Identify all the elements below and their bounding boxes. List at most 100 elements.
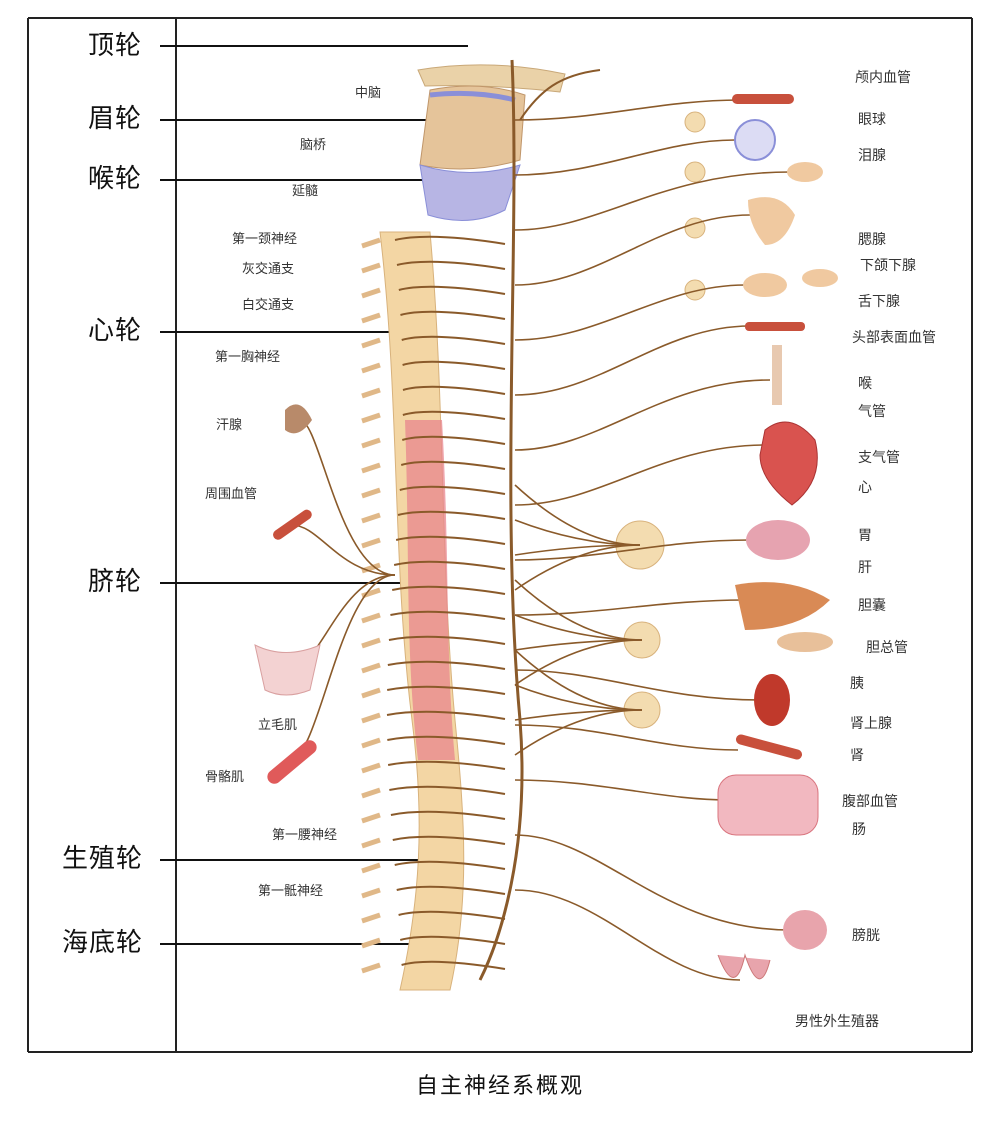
- parotid-icon: [748, 197, 795, 245]
- autonomic-fiber: [514, 99, 741, 121]
- label-peripheral-vessel: 周围血管: [205, 487, 258, 502]
- autonomic-fibers: [289, 99, 791, 981]
- vertebral-process: [361, 887, 381, 899]
- spinal-nerve: [392, 835, 506, 845]
- spinal-nerve: [398, 285, 506, 295]
- vertebral-process: [361, 512, 381, 524]
- label-submandibular: 下颌下腺: [860, 258, 916, 274]
- autonomic-fiber: [514, 139, 736, 176]
- spinal-nerve: [401, 435, 506, 445]
- vertebral-process: [361, 762, 381, 774]
- vertebral-process: [361, 262, 381, 274]
- spinal-nerve: [394, 235, 506, 245]
- vertebral-process: [361, 312, 381, 324]
- spinal-nerve: [402, 360, 506, 370]
- spinal-nerve: [387, 735, 506, 745]
- autonomic-fiber: [514, 171, 791, 231]
- spinal-nerve: [388, 635, 506, 645]
- somatic-fiber: [299, 419, 396, 576]
- chakra-throat: 喉轮: [88, 164, 143, 194]
- genitalia-icon: [717, 953, 771, 980]
- skeletal-muscle-icon: [267, 740, 317, 784]
- cranial-vessel-icon: [732, 94, 794, 104]
- spinal-nerve: [397, 510, 506, 520]
- vertebral-process: [361, 337, 381, 349]
- label-liver: 肝: [858, 560, 872, 576]
- autonomic-fiber: [514, 779, 731, 801]
- autonomic-fiber: [514, 599, 746, 616]
- label-cranial-vessel: 颅内血管: [855, 70, 911, 86]
- label-adrenal: 肾上腺: [850, 716, 892, 732]
- vertebral-process: [361, 412, 381, 424]
- label-head-vessel: 头部表面血管: [852, 330, 936, 346]
- spinal-nerve: [391, 585, 506, 595]
- chakra-root: 海底轮: [62, 928, 144, 958]
- chakra-sacral: 生殖轮: [62, 844, 144, 874]
- vertebral-process: [361, 362, 381, 374]
- label-gray-ramus: 灰交通支: [242, 262, 295, 277]
- label-common-bile-duct: 胆总管: [866, 640, 908, 656]
- spinal-nerve: [386, 685, 506, 695]
- label-first-sacral: 第一骶神经: [258, 884, 324, 899]
- spinal-nerve: [401, 960, 506, 970]
- arrector-pili-icon: [254, 644, 321, 696]
- label-pons: 脑桥: [300, 138, 327, 153]
- spinal-nerve-branches: [361, 235, 506, 974]
- label-sweat-gland: 汗腺: [216, 418, 243, 433]
- label-trachea: 气管: [858, 404, 886, 420]
- vertebral-process: [361, 237, 381, 249]
- vertebral-process: [361, 962, 381, 974]
- somatic-fiber: [291, 524, 396, 576]
- vertebral-process: [361, 487, 381, 499]
- lacrimal-gland-icon: [787, 162, 823, 182]
- vertebral-process: [361, 437, 381, 449]
- pancreas-icon: [777, 632, 833, 652]
- kidney-icon: [754, 674, 790, 726]
- label-abdominal-vessel: 腹部血管: [842, 794, 898, 810]
- vertebral-process: [361, 737, 381, 749]
- spinal-nerve: [396, 260, 506, 270]
- vertebral-process: [361, 787, 381, 799]
- chakra-brow: 眉轮: [88, 104, 143, 134]
- vertebral-process: [361, 287, 381, 299]
- vertebral-process: [361, 837, 381, 849]
- spinal-nerve: [400, 310, 506, 320]
- eyeball-icon: [734, 119, 776, 161]
- vertebral-process: [361, 912, 381, 924]
- ganglia: [615, 111, 706, 729]
- autonomic-fiber: [514, 834, 791, 931]
- label-heart: 心: [858, 480, 872, 496]
- spinal-nerve: [399, 935, 506, 945]
- label-eyeball: 眼球: [858, 112, 886, 128]
- splanchnic-fiber: [514, 614, 643, 641]
- chakra-heart: 心轮: [88, 316, 143, 346]
- autonomic-fiber: [514, 669, 761, 701]
- spinal-nerve: [402, 385, 506, 395]
- spinal-nerve: [394, 860, 506, 870]
- vertebral-process: [361, 537, 381, 549]
- splanchnic-fiber: [514, 684, 643, 711]
- vertebral-process: [361, 687, 381, 699]
- spinal-nerve: [387, 660, 506, 670]
- head-vessel-icon: [745, 322, 805, 331]
- vertebral-process: [361, 662, 381, 674]
- spinal-nerve: [395, 535, 506, 545]
- spinal-nerve: [393, 560, 506, 570]
- label-pancreas: 胰: [850, 676, 864, 692]
- spinal-nerve: [400, 460, 506, 470]
- splanchnic-fiber: [514, 649, 643, 711]
- label-medulla: 延髓: [292, 184, 319, 199]
- label-bladder: 膀胱: [852, 928, 880, 944]
- autonomic-fiber: [514, 444, 766, 506]
- sublingual-icon: [802, 269, 838, 287]
- sweat-gland-icon: [285, 404, 312, 434]
- label-intestine: 肠: [852, 822, 866, 838]
- vertebral-process: [361, 812, 381, 824]
- vertebral-process: [361, 637, 381, 649]
- spinal-nerve: [402, 410, 506, 420]
- autonomic-fiber: [514, 325, 751, 396]
- splanchnic-fiber: [514, 579, 643, 641]
- spinal-nerve: [396, 885, 506, 895]
- autonomic-fiber: [514, 284, 746, 341]
